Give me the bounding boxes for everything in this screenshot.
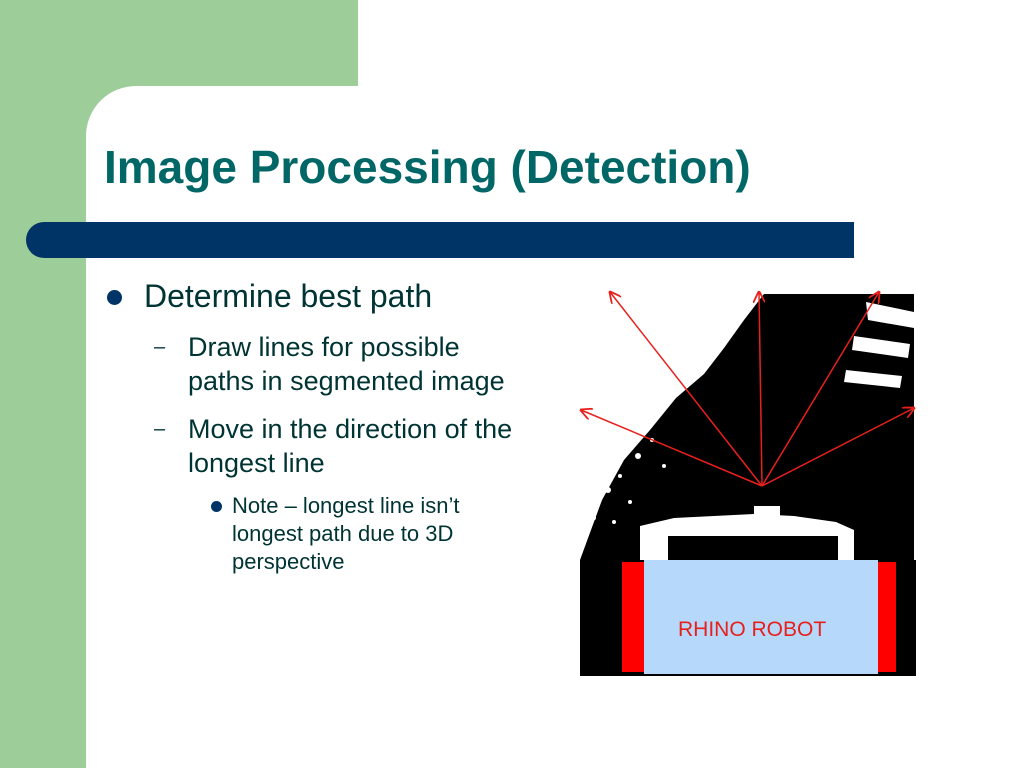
bullet-text: Determine best path: [144, 278, 433, 314]
title-band: [358, 0, 1024, 86]
path-line: [761, 292, 879, 487]
stripe: [852, 336, 910, 358]
path-line: [581, 410, 763, 487]
sub-bullet-text: Draw lines for possible paths in segment…: [188, 332, 505, 396]
note-text: Note – longest line isn’t longest path d…: [232, 493, 460, 574]
sub-bullet-text: Move in the direction of the longest lin…: [188, 414, 513, 478]
robot-camera: [754, 506, 780, 522]
robot-window: [668, 536, 838, 560]
title-underline-bar: [26, 222, 854, 258]
robot-right-bar: [878, 562, 896, 672]
sub-sub-bullet-note: Note – longest line isn’t longest path d…: [211, 492, 522, 576]
bullet-dot-icon: [107, 290, 122, 305]
robot-label: RHINO ROBOT: [678, 618, 827, 641]
dash-icon: –: [154, 418, 166, 440]
sub-bullet-move-direction: – Move in the direction of the longest l…: [154, 412, 518, 480]
sub-bullet-draw-lines: – Draw lines for possible paths in segme…: [154, 330, 518, 398]
path-line: [761, 408, 914, 487]
bullet-list: Determine best path – Draw lines for pos…: [104, 276, 524, 576]
dash-icon: –: [154, 336, 166, 358]
stripe: [866, 302, 914, 328]
bullet-determine-path: Determine best path: [104, 276, 524, 316]
path-line: [759, 292, 762, 487]
speckles: [582, 438, 666, 540]
segmented-image-figure: [554, 290, 916, 676]
bullet-dot-icon: [211, 501, 222, 512]
path-lines: [581, 292, 914, 487]
stripe: [844, 370, 902, 388]
robot-left-bar: [622, 562, 644, 672]
obstacle-region: [580, 294, 914, 560]
path-line: [610, 292, 763, 487]
slide-title: Image Processing (Detection): [104, 141, 751, 193]
robot-body: [644, 560, 878, 674]
